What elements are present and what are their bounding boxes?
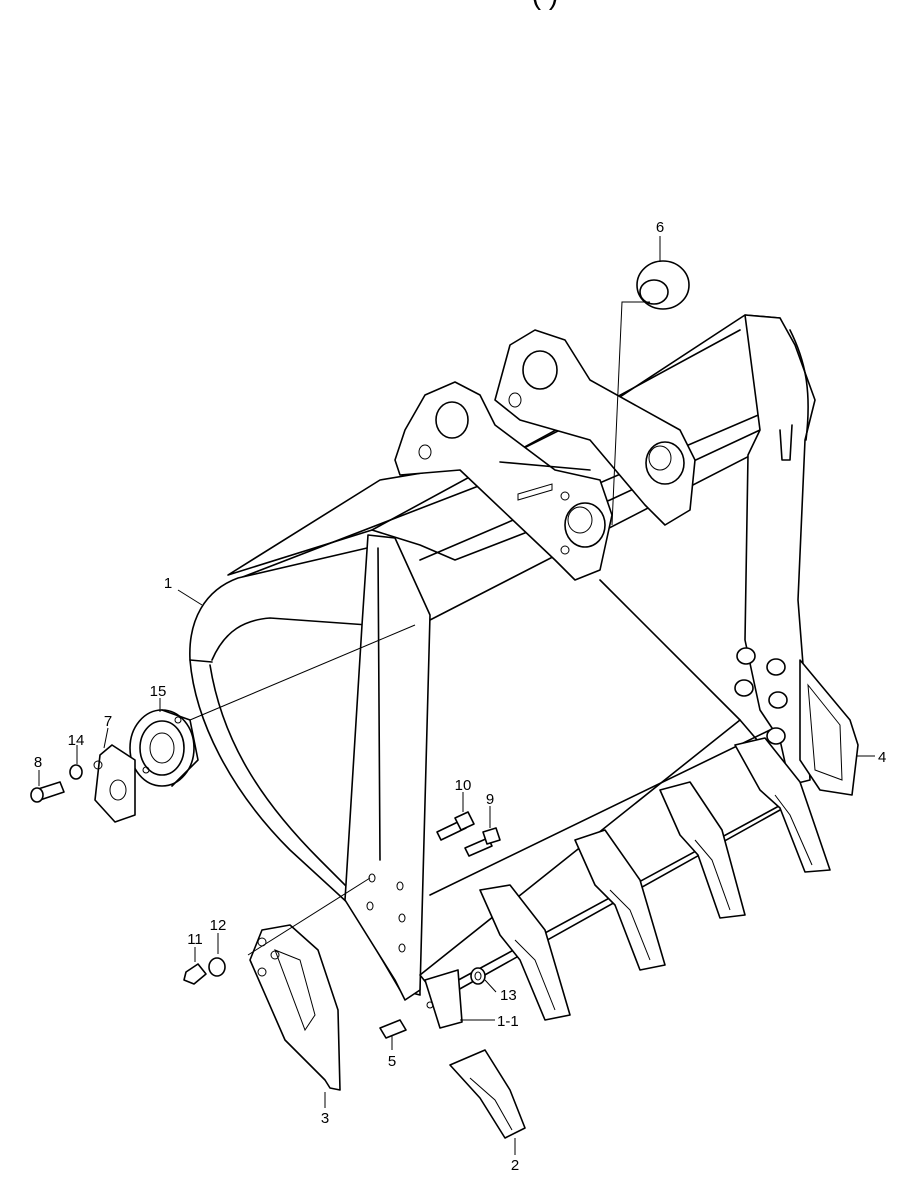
right-side-bolts xyxy=(734,647,788,745)
tooth-2 xyxy=(574,829,666,971)
small-fasteners xyxy=(436,811,501,985)
tooth-4 xyxy=(734,737,831,873)
link-brackets xyxy=(394,329,696,581)
callout-12: 12 xyxy=(210,917,227,934)
adapter-1-1 xyxy=(424,969,463,1029)
callout-11: 11 xyxy=(187,931,203,948)
boss-assembly xyxy=(30,624,416,823)
callout-14: 14 xyxy=(68,732,85,749)
bushing-part xyxy=(611,260,690,526)
callout-5: 5 xyxy=(388,1053,396,1070)
callout-1-1: 1-1 xyxy=(497,1013,519,1030)
callout-13: 13 xyxy=(500,987,517,1004)
left-side-shroud xyxy=(183,877,371,1091)
callout-9: 9 xyxy=(486,791,494,808)
callout-leaders xyxy=(38,236,875,1155)
callout-10: 10 xyxy=(455,777,472,794)
loose-tooth xyxy=(449,1049,526,1139)
callout-labels: 1 1-1 2 3 4 5 6 7 8 9 10 11 12 13 14 15 xyxy=(34,219,887,1174)
callout-6: 6 xyxy=(656,219,664,236)
callout-7: 7 xyxy=(104,713,112,730)
callout-4: 4 xyxy=(878,749,886,766)
tooth-3 xyxy=(659,781,746,919)
callout-3: 3 xyxy=(321,1110,329,1127)
bucket-teeth xyxy=(379,737,831,1139)
callout-1: 1 xyxy=(164,575,172,592)
callout-8: 8 xyxy=(34,754,42,771)
callout-15: 15 xyxy=(150,683,167,700)
callout-2: 2 xyxy=(511,1157,519,1174)
right-side-shroud xyxy=(799,659,859,796)
title-fragment: ( ) xyxy=(532,0,558,10)
tooth-1 xyxy=(479,884,571,1021)
